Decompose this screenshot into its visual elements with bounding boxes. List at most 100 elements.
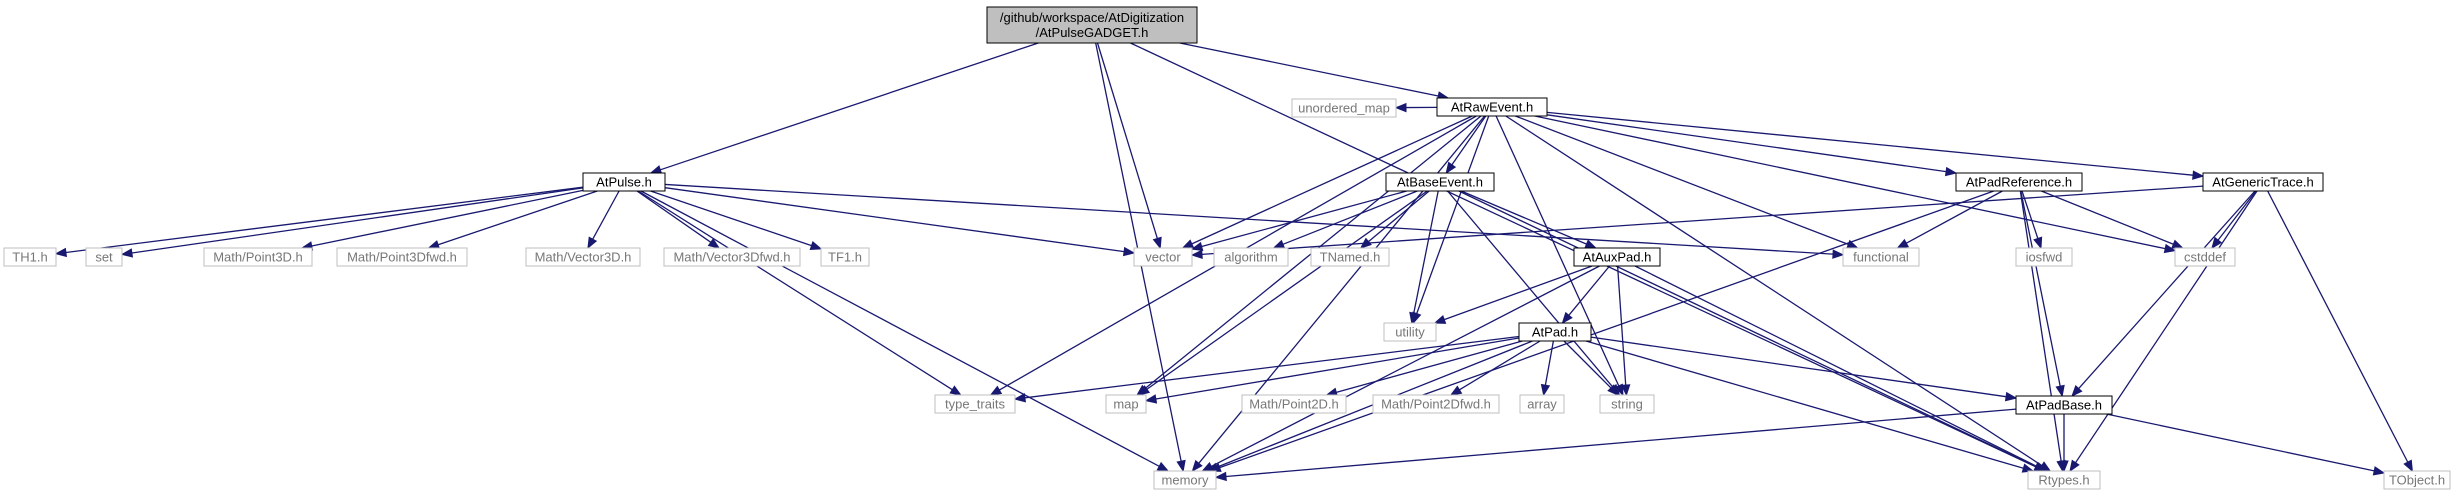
edge-generictrace-to-rtypes [2069, 190, 2258, 473]
edge-line [1546, 111, 2194, 176]
node-tnamed[interactable]: TNamed.h [1310, 247, 1390, 267]
arrowhead-icon [2071, 385, 2083, 398]
edge-pad-to-padbase [1590, 336, 2018, 402]
edge-line [1451, 115, 1487, 166]
node-padbase[interactable]: AtPadBase.h [2015, 395, 2113, 415]
arrowhead-icon [1190, 249, 1203, 260]
node-label: AtPadBase.h [2026, 398, 2102, 413]
node-box [203, 247, 313, 267]
edge-pulse-to-vector3dfwd [636, 190, 721, 249]
edge-pulse-to-vector3d [587, 190, 620, 250]
edge-padref-to-cstddef [2041, 190, 2184, 249]
node-box [1213, 247, 1289, 267]
node-rawevent[interactable]: AtRawEvent.h [1436, 97, 1548, 117]
node-root[interactable]: /github/workspace/AtDigitization/AtPulse… [986, 6, 1198, 44]
node-tf1[interactable]: TF1.h [820, 247, 870, 267]
arrowhead-icon [2403, 459, 2413, 473]
node-memory[interactable]: memory [1153, 470, 1217, 490]
edge-rawevent-to-memory [1191, 115, 1486, 473]
node-vector3dfwd[interactable]: Math/Vector3Dfwd.h [663, 247, 801, 267]
arrowhead-icon [1540, 383, 1551, 397]
arrowhead-icon [949, 385, 962, 396]
node-rtypes[interactable]: Rtypes.h [2027, 470, 2101, 490]
edge-line [2041, 190, 2174, 245]
node-set[interactable]: set [85, 247, 123, 267]
edge-pulse-to-functional [664, 183, 1845, 259]
edge-pulse-to-set [120, 187, 584, 258]
edge-line [2267, 190, 2409, 463]
arrowhead-icon [649, 165, 663, 175]
edge-line [1534, 115, 2166, 250]
node-baseevent[interactable]: AtBaseEvent.h [1385, 172, 1495, 192]
node-point3dfwd[interactable]: Math/Point3Dfwd.h [336, 247, 468, 267]
edge-rawevent-to-functional [1515, 115, 1859, 249]
node-box [1372, 394, 1500, 414]
node-point3d[interactable]: Math/Point3D.h [203, 247, 313, 267]
node-vector3d[interactable]: Math/Vector3D.h [525, 247, 641, 267]
edge-rawevent-to-padref [1546, 114, 1958, 177]
node-label: Rtypes.h [2038, 473, 2089, 488]
arrowhead-icon [1394, 102, 1407, 113]
node-box [934, 394, 1016, 414]
node-box [1842, 247, 1920, 267]
edge-padref-to-rtypes [2019, 190, 2066, 473]
node-unordered-map[interactable]: unordered_map [1291, 98, 1397, 118]
node-pad[interactable]: AtPad.h [1518, 322, 1592, 342]
node-label: AtGenericTrace.h [2212, 175, 2313, 190]
node-th1[interactable]: TH1.h [3, 247, 57, 267]
node-box [2202, 172, 2324, 192]
edge-pulse-to-vector [664, 187, 1136, 257]
arrowhead-icon [120, 248, 134, 258]
arrowhead-icon [2192, 170, 2205, 180]
node-box [1573, 247, 1661, 267]
node-map[interactable]: map [1105, 394, 1147, 414]
node-utility[interactable]: utility [1383, 322, 1437, 342]
node-type-traits[interactable]: type_traits [934, 394, 1016, 414]
node-tobject[interactable]: TObject.h [2383, 470, 2451, 490]
node-algorithm[interactable]: algorithm [1213, 247, 1289, 267]
arrowhead-icon [1445, 161, 1457, 175]
node-label: /github/workspace/AtDigitization [1000, 10, 1184, 25]
edge-rawevent-to-utility [1412, 115, 1490, 325]
node-padref[interactable]: AtPadReference.h [1955, 172, 2083, 192]
node-box [2015, 247, 2073, 267]
node-vector[interactable]: vector [1133, 247, 1193, 267]
node-box [663, 247, 801, 267]
node-label: /AtPulseGADGET.h [1036, 25, 1149, 40]
arrowhead-icon [427, 240, 441, 250]
edge-line [1211, 265, 1600, 467]
node-box [986, 6, 1198, 44]
edge-line [1495, 115, 1620, 387]
edge-line [1191, 115, 1473, 245]
node-auxpad[interactable]: AtAuxPad.h [1573, 247, 1661, 267]
node-iosfwd[interactable]: iosfwd [2015, 247, 2073, 267]
node-label: string [1611, 397, 1643, 412]
edge-line [2106, 413, 2375, 472]
node-generictrace[interactable]: AtGenericTrace.h [2202, 172, 2324, 192]
edge-pad-to-point2d [1325, 340, 1523, 397]
node-string[interactable]: string [1599, 394, 1655, 414]
arrowhead-icon [1013, 393, 1027, 403]
edge-line [1201, 185, 2204, 255]
node-label: utility [1395, 325, 1425, 340]
node-array[interactable]: array [1519, 394, 1565, 414]
node-cstddef[interactable]: cstddef [2174, 247, 2236, 267]
edge-line [1225, 408, 2017, 478]
node-label: TObject.h [2389, 473, 2445, 488]
node-label: array [1527, 397, 1557, 412]
arrowhead-icon [2211, 236, 2223, 250]
node-box [1105, 394, 1147, 414]
edge-line [131, 187, 584, 254]
node-label: TH1.h [12, 250, 47, 265]
arrowhead-icon [2163, 243, 2177, 254]
edge-baseevent-to-utility [1409, 190, 1439, 325]
node-point2d[interactable]: Math/Point2D.h [1241, 394, 1347, 414]
edge-pad-to-point2dfwd [1449, 340, 1541, 396]
node-pulse[interactable]: AtPulse.h [582, 172, 666, 192]
node-point2dfwd[interactable]: Math/Point2Dfwd.h [1372, 394, 1500, 414]
edge-line [437, 190, 598, 246]
edge-line [637, 190, 953, 391]
node-functional[interactable]: functional [1842, 247, 1920, 267]
edge-auxpad-to-utility [1433, 265, 1593, 324]
edge-padref-to-padbase [2020, 190, 2065, 398]
